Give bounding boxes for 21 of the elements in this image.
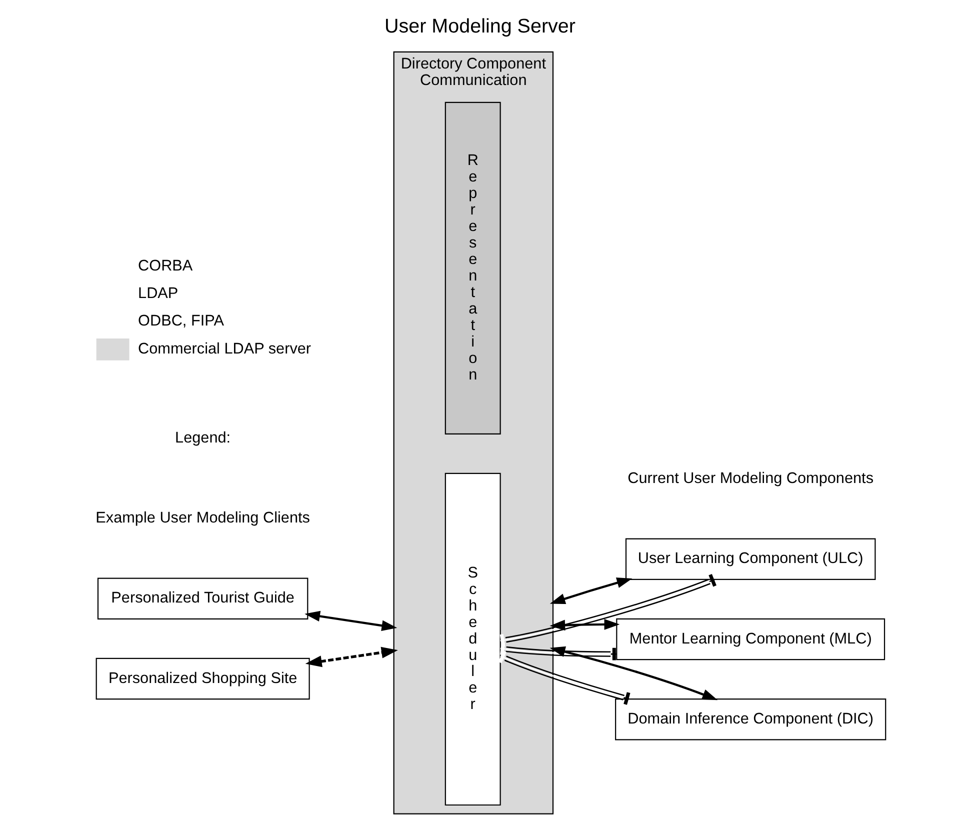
legend-label: ODBC, FIPA xyxy=(138,312,224,330)
label: Example User Modeling Clients xyxy=(95,510,310,527)
legend-label: LDAP xyxy=(138,285,178,302)
diagram-title: User Modeling Server xyxy=(384,16,575,38)
label: Legend: xyxy=(174,429,230,446)
node-box: Personalized Tourist Guide xyxy=(96,578,308,620)
arrow xyxy=(304,610,397,631)
arrow xyxy=(549,619,620,631)
arrow xyxy=(304,646,398,668)
connector xyxy=(498,650,630,705)
arrow xyxy=(549,578,632,604)
node-box: Representation xyxy=(444,102,500,435)
node-box: User Learning Component (ULC) xyxy=(624,538,876,580)
node-box: Mentor Learning Component (MLC) xyxy=(616,618,885,660)
node-box: Scheduler xyxy=(444,472,500,806)
legend-label: Commercial LDAP server xyxy=(138,340,311,358)
label: Current User Modeling Components xyxy=(627,470,874,488)
legend-label: CORBA xyxy=(138,258,192,275)
node-box: Personalized Shopping Site xyxy=(95,658,310,700)
arrow xyxy=(549,646,718,700)
node-box: Domain Inference Component (DIC) xyxy=(614,698,886,740)
